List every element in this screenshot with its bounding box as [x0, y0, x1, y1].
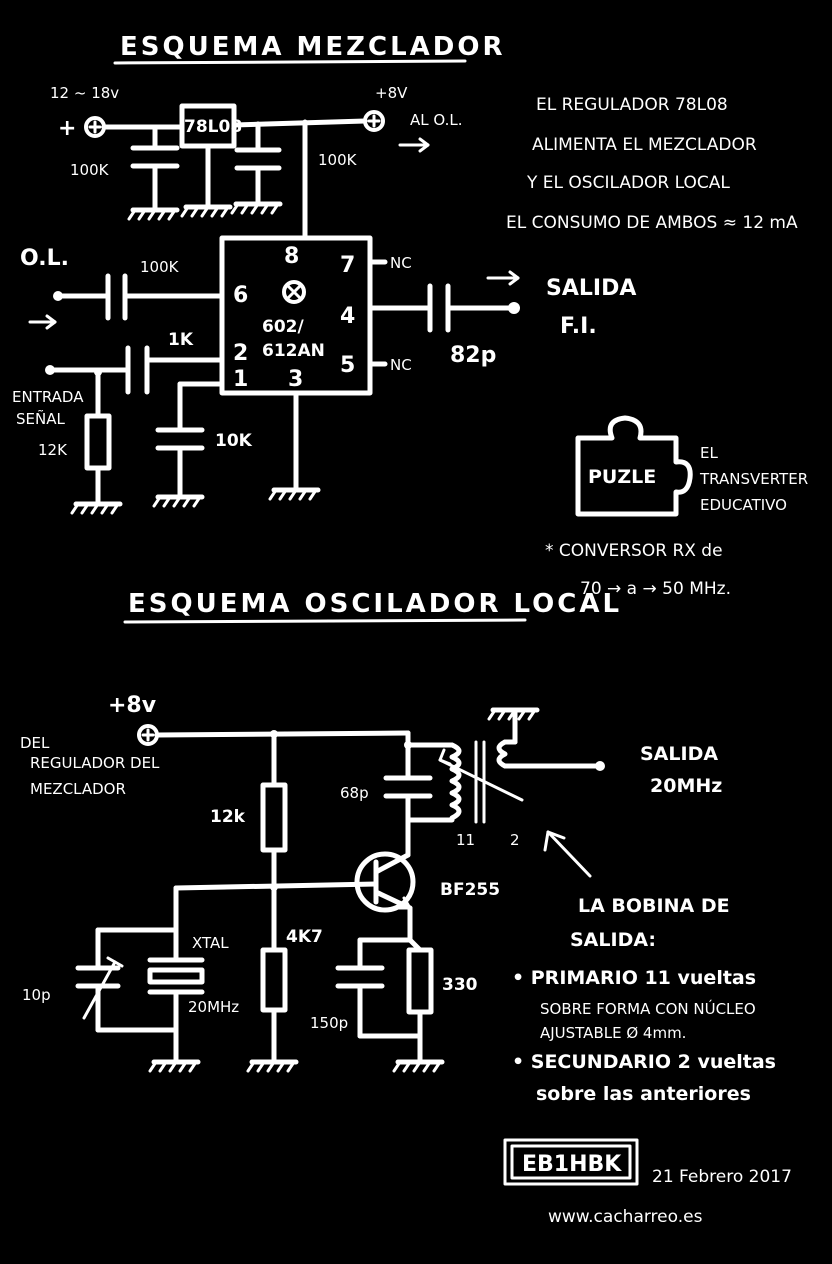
puzle-side-line-3: EDUCATIVO	[700, 496, 787, 514]
puzle-side-line-1: EL	[700, 444, 718, 462]
tuning-arrow	[438, 758, 524, 802]
converter-line-2: 70 → a → 50 MHz.	[580, 579, 731, 599]
to-lo-arrow-icon	[398, 137, 430, 153]
primary-coil	[449, 742, 462, 821]
bypass-cap-label: 10K	[215, 431, 253, 451]
osc-out-line-2: 20MHz	[650, 775, 722, 797]
coil-notes: LA BOBINA DE SALIDA: • PRIMARIO 11 vuelt…	[512, 895, 776, 1105]
coil-line-4: • SECUNDARIO 2 vueltas	[512, 1051, 776, 1073]
coil-line-3: AJUSTABLE Ø 4mm.	[540, 1024, 686, 1042]
pin-3: 3	[288, 367, 303, 392]
ic-label-line-2: 612AN	[262, 341, 325, 361]
osc-from-line-3: MEZCLADOR	[30, 780, 126, 798]
oscillator-title: ESQUEMA OSCILADOR LOCAL	[128, 589, 622, 619]
mixer-title-underline	[113, 59, 467, 65]
pullup-label: 100K	[318, 151, 358, 169]
fi-output-section: 82p SALIDA F.I.	[367, 270, 636, 368]
oscillator-title-underline	[123, 618, 527, 624]
supply-terminal-icon	[84, 116, 106, 138]
lo-input-section: O.L. 100K	[20, 246, 225, 330]
secondary-coil	[496, 739, 508, 769]
xtal-freq-label: 20MHz	[188, 998, 239, 1016]
note-line-2: ALIMENTA EL MEZCLADOR	[532, 135, 757, 155]
r12k-label: 12k	[210, 807, 246, 827]
output-label-line-2: F.I.	[560, 314, 597, 339]
lo-cap-label: 100K	[140, 258, 180, 276]
note-line-4: EL CONSUMO DE AMBOS ≈ 12 mA	[506, 213, 798, 233]
turns-11-label: 11	[456, 831, 475, 849]
plus8-terminal-icon	[363, 110, 385, 132]
nc-top-label: NC	[390, 254, 412, 272]
note-line-1: EL REGULADOR 78L08	[536, 95, 728, 115]
pin-8: 8	[284, 244, 299, 269]
coil-line-2: SOBRE FORMA CON NÚCLEO	[540, 999, 756, 1018]
regulator-label: 78L08	[184, 117, 242, 137]
input-label-line-1: ENTRADA	[12, 388, 84, 406]
osc-plus8-terminal-icon	[137, 724, 159, 746]
r4k7-label: 4K7	[286, 927, 323, 947]
coil-line-1: • PRIMARIO 11 vueltas	[512, 967, 756, 989]
note-line-3: Y EL OSCILADOR LOCAL	[526, 173, 730, 193]
output-label-line-1: SALIDA	[546, 276, 636, 301]
bias-resistor-12k	[260, 782, 288, 853]
supply-voltage-label: 12 ~ 18v	[50, 84, 119, 102]
turns-2-label: 2	[510, 831, 520, 849]
r330-label: 330	[442, 975, 478, 995]
callsign-logo: EB1HBK	[503, 1138, 639, 1186]
transistor-label: BF255	[440, 880, 500, 900]
mixer-power-section: 12 ~ 18v + 78L08 +8V AL O.L. 100K 100K	[50, 84, 462, 241]
trimmer-arrow-icon	[82, 956, 124, 1020]
osc-from-line-2: REGULADOR DEL	[30, 754, 160, 772]
cap10p-label: 10p	[22, 986, 51, 1004]
input-resistor	[84, 413, 112, 471]
ic-label-line-1: 602/	[262, 317, 304, 337]
mixer-notes: EL REGULADOR 78L08 ALIMENTA EL MEZCLADOR…	[506, 95, 798, 233]
cap150p-label: 150p	[310, 1014, 348, 1032]
puzle-logo-text: PUZLE	[588, 466, 656, 488]
pin-7: 7	[340, 253, 355, 278]
puzle-logo: PUZLE	[575, 415, 693, 517]
website-label: www.cacharreo.es	[548, 1207, 703, 1227]
callsign-text: EB1HBK	[522, 1152, 622, 1177]
to-lo-label: AL O.L.	[410, 111, 462, 129]
supply-cap-label: 100K	[70, 161, 110, 179]
nc-bottom-label: NC	[390, 356, 412, 374]
signal-input-section: 1K ENTRADA SEÑAL 12K	[12, 330, 225, 513]
puzle-side-line-2: TRANSVERTER	[699, 470, 808, 488]
plus8-label: +8V	[375, 84, 408, 102]
bypass-cap-section: 10K	[154, 381, 318, 506]
coil-line-5: sobre las anteriores	[536, 1083, 751, 1105]
input-label-line-2: SEÑAL	[16, 409, 65, 428]
osc-supply: +8v DEL REGULADOR DEL MEZCLADOR	[20, 693, 411, 798]
cap68p-label: 68p	[340, 784, 369, 802]
lo-label: O.L.	[20, 246, 69, 271]
coil-pointer-arrow-icon	[543, 830, 592, 878]
converter-line-1: * CONVERSOR RX de	[545, 541, 723, 561]
bias-resistor-4k7	[260, 947, 288, 1013]
input-cap-label: 1K	[168, 330, 194, 350]
pin-5: 5	[340, 353, 355, 378]
emitter-resistor-330	[406, 947, 434, 1015]
pin-2: 2	[233, 341, 248, 366]
output-cap-label: 82p	[450, 343, 496, 368]
lo-arrow-icon	[28, 314, 57, 330]
pin-1: 1	[233, 367, 248, 392]
mixer-ic: 8 7 6 4 2 1 3 5 602/ 612AN	[219, 235, 373, 396]
plus-sign-icon: +	[58, 116, 76, 141]
xtal-label: XTAL	[192, 934, 229, 952]
pin-4: 4	[340, 304, 355, 329]
mixer-title: ESQUEMA MEZCLADOR	[120, 32, 505, 62]
pin-6: 6	[233, 283, 248, 308]
osc-from-line-1: DEL	[20, 734, 50, 752]
osc-out-line-1: SALIDA	[640, 743, 718, 765]
input-resistor-label: 12K	[38, 441, 68, 459]
output-arrow-icon	[486, 270, 520, 286]
mixer-core-icon	[282, 280, 306, 304]
coil-title-line-1: LA BOBINA DE	[578, 895, 730, 917]
osc-plus8-label: +8v	[108, 693, 157, 718]
coil-title-line-2: SALIDA:	[570, 929, 656, 951]
date-label: 21 Febrero 2017	[652, 1167, 792, 1187]
crystal-20mhz	[147, 967, 205, 985]
